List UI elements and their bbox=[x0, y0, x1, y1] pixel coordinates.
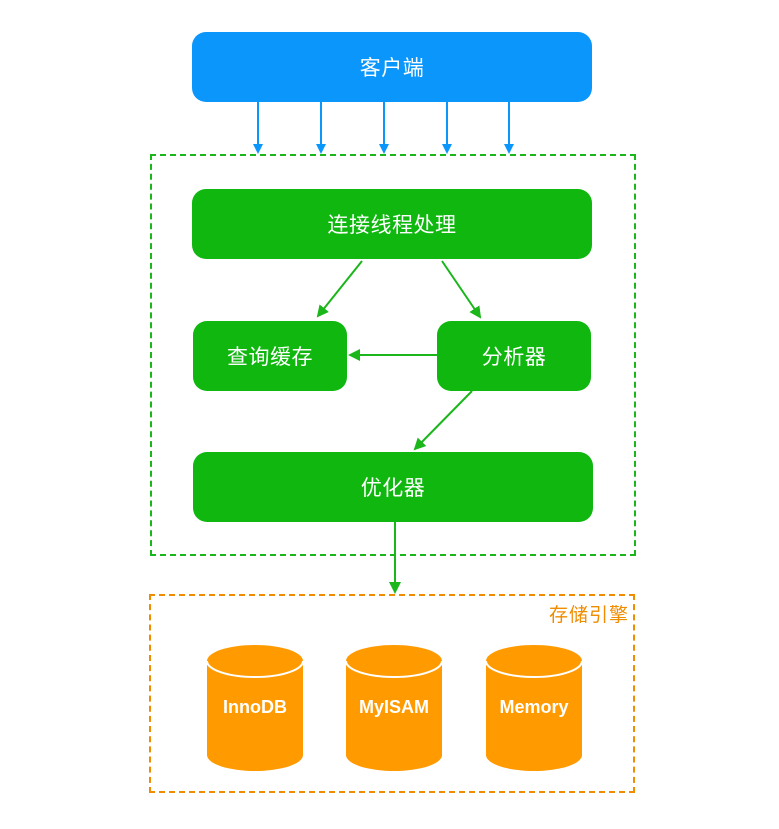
database-icon bbox=[207, 645, 303, 771]
connection-thread-label: 连接线程处理 bbox=[327, 213, 457, 237]
optimizer-box: 优化器 bbox=[193, 452, 593, 522]
myisam-cylinder: MyISAM bbox=[346, 645, 442, 771]
memory-cylinder: Memory bbox=[486, 645, 582, 771]
optimizer-label: 优化器 bbox=[360, 476, 426, 500]
client-box: 客户端 bbox=[192, 32, 592, 102]
query-cache-label: 查询缓存 bbox=[227, 345, 313, 369]
innodb-label: InnoDB bbox=[223, 697, 287, 717]
client-label: 客户端 bbox=[359, 56, 425, 80]
database-icon bbox=[346, 645, 442, 771]
memory-label: Memory bbox=[499, 697, 569, 717]
storage-engine-region: 存储引擎 bbox=[149, 594, 635, 793]
database-icon bbox=[486, 645, 582, 771]
query-cache-box: 查询缓存 bbox=[193, 321, 347, 391]
analyzer-label: 分析器 bbox=[481, 345, 547, 369]
innodb-cylinder: InnoDB bbox=[207, 645, 303, 771]
analyzer-box: 分析器 bbox=[437, 321, 591, 391]
myisam-label: MyISAM bbox=[358, 697, 429, 717]
server-region bbox=[150, 154, 636, 556]
connection-thread-box: 连接线程处理 bbox=[192, 189, 592, 259]
storage-engine-title: 存储引擎 bbox=[548, 604, 629, 626]
